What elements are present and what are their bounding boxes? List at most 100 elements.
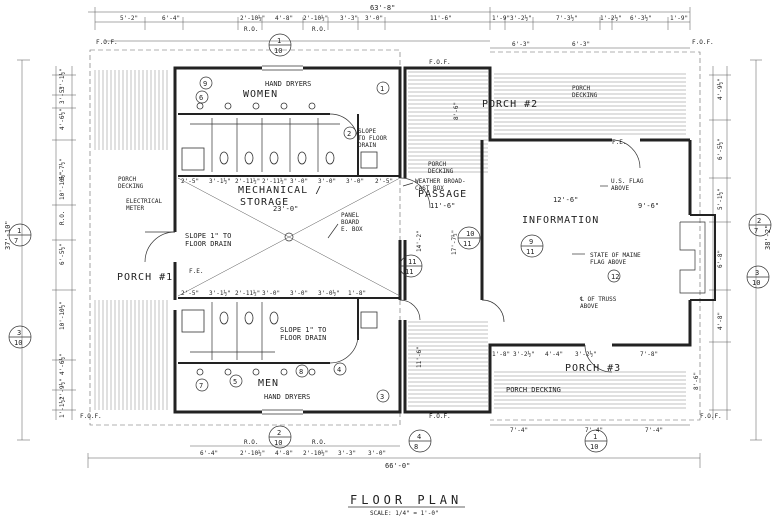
- sink-icon: [280, 102, 288, 110]
- dimension-row-bottom: 6'-4"2'-10½"4'-8"2'-10½"3'-3"3'-0": [200, 450, 386, 457]
- section-mark-sheet: 7: [14, 237, 18, 245]
- note-fof-right-top: F.O.F.: [692, 39, 714, 46]
- section-mark: 310: [746, 265, 770, 289]
- dim-info-right: 9'-6": [638, 202, 659, 210]
- rough-opening-labels-bottom: R.O.R.O.: [244, 439, 326, 446]
- detail-mark: 4: [333, 362, 347, 376]
- dim-info-width: 12'-6": [553, 196, 578, 204]
- dim-left-7: 10'-10½": [59, 301, 66, 330]
- sink-icon: [280, 368, 288, 376]
- section-mark: 911: [520, 234, 544, 258]
- dimension-row-mechanical: 2'-5"3'-1½"2'-11½"2'-11½"3'-0"3'-0"3'-0"…: [181, 178, 393, 185]
- dim-top-3: 4'-8": [275, 15, 293, 22]
- dim-right-2: 5'-1½": [717, 188, 724, 210]
- note-porch-decking-pass-1: PORCH: [428, 161, 446, 168]
- detail-mark-number: 6: [199, 94, 203, 102]
- room-label-men: MEN: [258, 378, 279, 389]
- dim-men-0: 2'-5": [181, 290, 199, 297]
- dim-left-5: R.O.: [59, 211, 66, 225]
- exterior-walls: [173, 65, 716, 415]
- note-fof-top: F.O.F.: [429, 59, 451, 66]
- sink-icon: [308, 368, 316, 376]
- room-label-women: WOMEN: [243, 89, 278, 100]
- note-fe-porch-1: F.E.: [189, 268, 203, 275]
- note-electrical-meter-1: ELECTRICAL: [126, 198, 163, 205]
- note-state-flag-2: FLAG ABOVE: [590, 259, 627, 266]
- plan-notes: HAND DRYERS HAND DRYERS SLOPE TO FLOOR D…: [80, 39, 722, 420]
- dim-mech-6: 3'-0": [346, 178, 364, 185]
- dim-top-1: 6'-4": [162, 15, 180, 22]
- note-slope-men-2: FLOOR DRAIN: [280, 334, 326, 342]
- note-slope-men-1: SLOPE 1" TO: [280, 326, 326, 334]
- dimension-text: 63'-8" 66'-0" 37'-10" 38'-2" 23'-0" 12'-…: [4, 4, 772, 470]
- room-label-porch-1: PORCH #1: [117, 272, 173, 283]
- room-label-porch-3: PORCH #3: [565, 363, 621, 374]
- detail-mark: 12: [607, 269, 621, 283]
- dim-bottom-4: 3'-3": [338, 450, 356, 457]
- note-hand-dryers-men: HAND DRYERS: [264, 393, 310, 401]
- section-mark-number: 1: [17, 227, 21, 235]
- note-slope-women-3: DRAIN: [358, 142, 376, 149]
- sink-icon: [252, 368, 260, 376]
- note-fof-bottom-left: F.O.F.: [80, 413, 102, 420]
- dim-right-1: 6'-5½": [717, 138, 724, 160]
- dim-mech-3: 2'-11½": [262, 178, 287, 185]
- drawing-title: FLOOR PLAN SCALE: 1/4" = 1'-0": [348, 493, 465, 517]
- detail-mark-number: 5: [233, 378, 237, 386]
- dimension-row-men: 2'-5"3'-1½"2'-11½"3'-0"3'-0"3'-0½"1'-8": [181, 290, 366, 297]
- section-mark-sheet: 11: [463, 240, 471, 248]
- dim-porch2-right: 6'-3": [572, 41, 590, 48]
- note-weather-box-1: WEATHER BROAD-: [415, 178, 466, 185]
- dim-porch3-bottom-2: 7'-4": [645, 427, 663, 434]
- detail-mark-number: 2: [347, 130, 351, 138]
- note-truss-2: ABOVE: [580, 303, 598, 310]
- note-porch-decking-pass-2: DECKING: [428, 168, 454, 175]
- note-slope-mech-1: SLOPE 1" TO: [185, 232, 231, 240]
- room-label-storage: STORAGE: [240, 197, 289, 208]
- section-mark: 110: [268, 33, 292, 57]
- toilet-stalls: [181, 102, 378, 376]
- room-label-porch-2: PORCH #2: [482, 99, 538, 110]
- note-truss-1: ℄ OF TRUSS: [579, 296, 617, 303]
- urinal-icon: [181, 147, 205, 171]
- dimension-column-left: 3'-1½"3'-5"4'-6½"6'-7½"10'-10½"R.O.6'-5½…: [59, 68, 66, 418]
- note-slope-women-1: SLOPE: [358, 128, 376, 135]
- note-porch-decking-p3: PORCH DECKING: [506, 386, 561, 394]
- detail-mark-number: 7: [199, 382, 203, 390]
- dim-porch3-top-1: 3'-2½": [513, 351, 535, 358]
- dim-mech-4: 3'-0": [290, 178, 308, 185]
- toilet-icon: [219, 151, 229, 165]
- section-mark-sheet: 10: [274, 47, 282, 55]
- section-mark: 110: [584, 429, 608, 453]
- sink-icon: [196, 368, 204, 376]
- dim-passage-h1: 14'-2": [416, 230, 423, 252]
- dim-right-0: 4'-9½": [717, 78, 724, 100]
- dim-passage-h3: 11'-6": [416, 346, 423, 368]
- note-slope-mech-2: FLOOR DRAIN: [185, 240, 231, 248]
- dim-bottom-2: 4'-8": [275, 450, 293, 457]
- dim-porch3-top-4: 7'-8": [640, 351, 658, 358]
- room-label-information: INFORMATION: [522, 215, 599, 226]
- section-mark-number: 4: [417, 433, 421, 441]
- detail-mark-number: 3: [380, 393, 384, 401]
- detail-mark: 6: [195, 90, 209, 104]
- detail-mark: 7: [195, 378, 209, 392]
- dim-top-10: 7'-3½": [556, 15, 578, 22]
- dim-overall-right: 38'-2": [764, 225, 772, 250]
- dim-mech-1: 3'-1½": [209, 178, 231, 185]
- dimension-lines: [17, 7, 762, 468]
- dim-left-1: 3'-5": [59, 86, 66, 104]
- dim-left-2: 4'-6½": [59, 108, 66, 130]
- detail-mark: 1: [376, 81, 390, 95]
- section-mark-sheet: 10: [590, 443, 598, 451]
- dim-mech-width: 23'-0": [273, 205, 298, 213]
- note-porch-decking-p2-2: DECKING: [572, 92, 598, 99]
- dimension-row-porch3-top: 1'-8"3'-2½"4'-4"3'-2½"7'-8": [492, 351, 658, 358]
- section-mark: 48: [408, 429, 432, 453]
- dim-porch3-h: 8'-6": [693, 372, 700, 390]
